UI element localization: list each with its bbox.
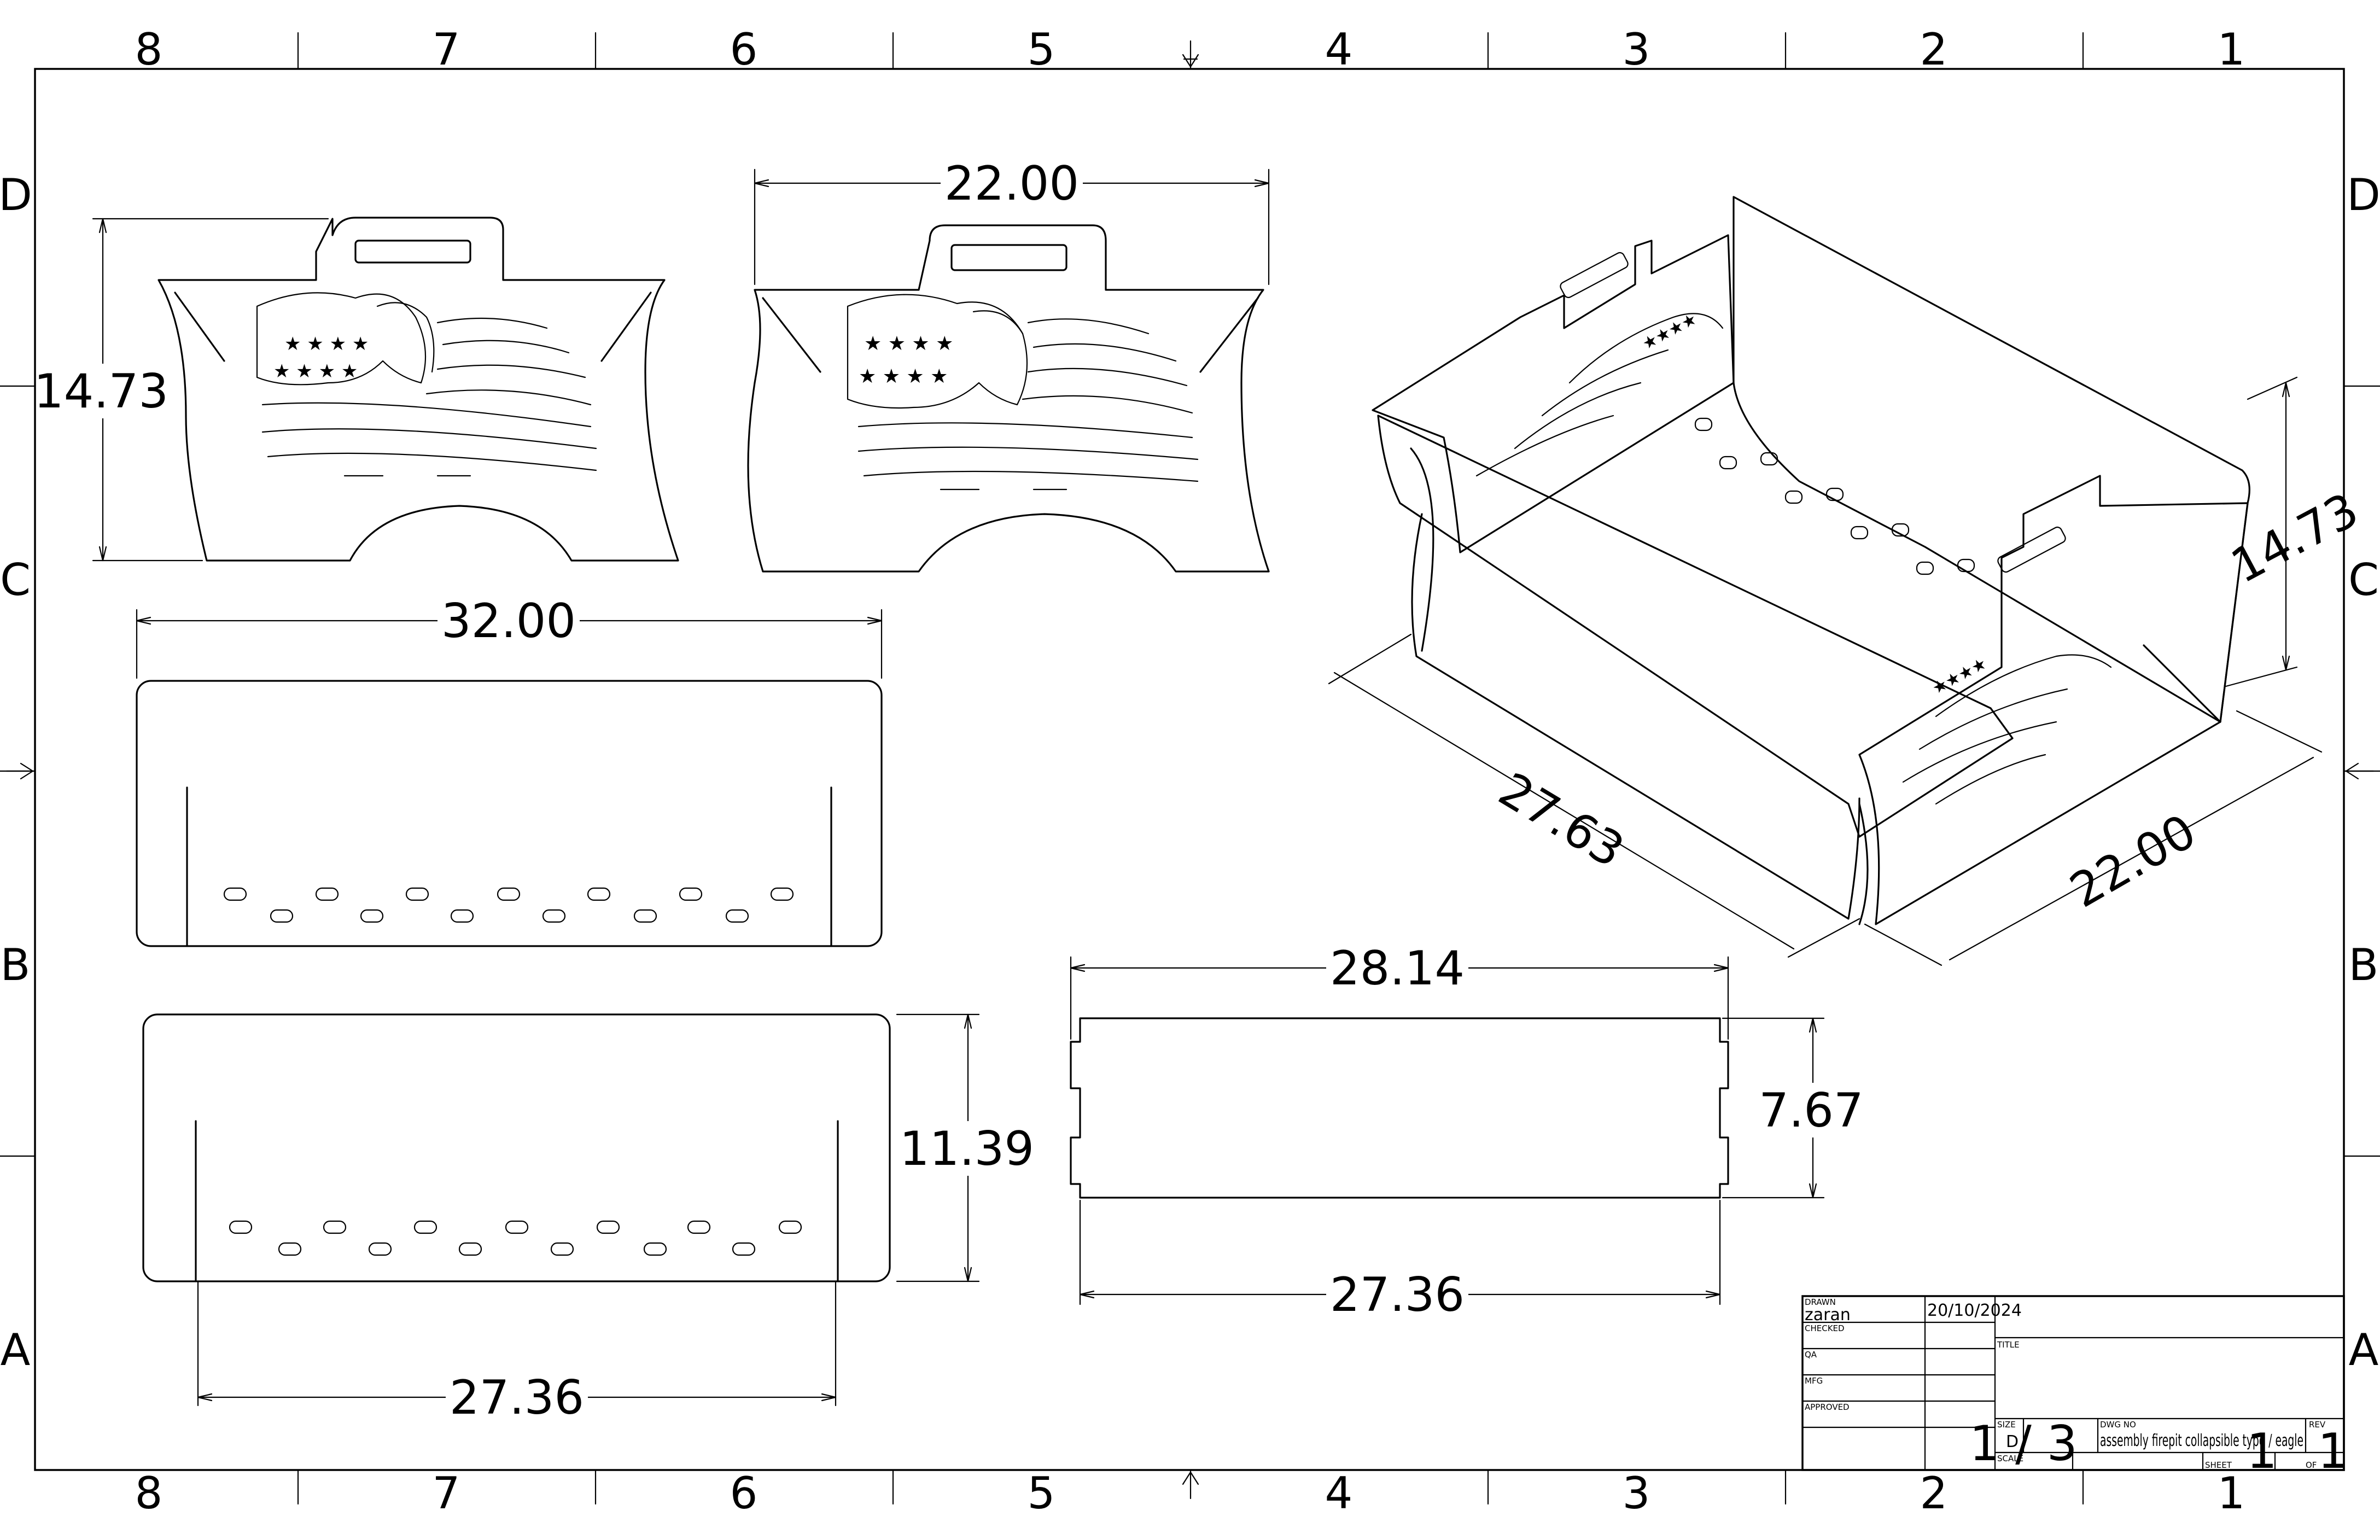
zone-row-label: D [2347, 170, 2380, 220]
zone-col-label: 3 [1623, 1468, 1650, 1519]
dimension-plate-bottom-length: 27.36 [1330, 1268, 1465, 1322]
zone-col-label: 4 [1325, 1468, 1353, 1519]
approved-label: APPROVED [1805, 1402, 1850, 1412]
svg-text:★ ★ ★ ★: ★ ★ ★ ★ [284, 333, 369, 355]
zone-col-label: 7 [433, 24, 460, 75]
centering-arrow-icon [2343, 762, 2375, 780]
flat-plate-view: 28.14 7.67 27.36 [1070, 941, 1868, 1322]
eagle-flag-cutout-icon: ★ ★ ★ ★ ★ ★ ★ ★ [847, 294, 1199, 491]
zone-col-label: 1 [2218, 24, 2245, 75]
dimension-side-height: 14.73 [34, 364, 168, 419]
size-value: D [2006, 1432, 2019, 1451]
svg-text:★ ★ ★ ★: ★ ★ ★ ★ [273, 360, 358, 382]
title-label: TITLE [1997, 1340, 2020, 1350]
dimension-plate-length: 28.14 [1330, 941, 1465, 996]
title-block: DRAWN zaran 20/10/2024 CHECKED QA MFG AP… [1801, 1295, 2348, 1479]
svg-text:★ ★ ★ ★: ★ ★ ★ ★ [859, 365, 948, 388]
air-hole-row [223, 887, 794, 923]
drawn-label: DRAWN [1805, 1297, 1836, 1307]
dimension-base-length: 27.36 [450, 1370, 584, 1425]
zone-col-label: 2 [1920, 24, 1948, 75]
qa-label: QA [1805, 1350, 1817, 1360]
zone-row-label: B [2349, 940, 2379, 990]
zone-row-label: C [0, 555, 31, 605]
zone-col-label: 2 [1920, 1468, 1948, 1519]
mfg-label: MFG [1805, 1376, 1823, 1386]
zone-row-label: C [2348, 555, 2379, 605]
size-label: SIZE [1997, 1420, 2016, 1430]
air-hole-row [1694, 417, 1975, 575]
sheet-value: 1 [2247, 1423, 2277, 1479]
zone-row-label: A [2349, 1325, 2379, 1375]
svg-text:★ ★ ★ ★: ★ ★ ★ ★ [864, 332, 953, 355]
dimension-top-length: 32.00 [441, 594, 576, 649]
zone-col-label: 8 [135, 1468, 163, 1519]
dwg-no-value: assembly firepit collapsible type / eagl… [2100, 1431, 2303, 1450]
dimension-base-height: 11.39 [900, 1122, 1034, 1176]
rev-label: REV [2309, 1420, 2326, 1430]
zone-col-label: 7 [433, 1468, 460, 1519]
centering-arrow-icon [5, 762, 36, 780]
zone-col-label: 4 [1325, 24, 1353, 75]
zone-col-label: 8 [135, 24, 163, 75]
centering-arrow-icon [1182, 40, 1199, 70]
centering-arrow-icon [1182, 1469, 1199, 1500]
drawn-date: 20/10/2024 [1927, 1301, 2022, 1320]
dimension-end-width: 22.00 [944, 156, 1079, 211]
scale-value: 1 / 3 [1969, 1415, 2078, 1472]
zone-col-label: 5 [1028, 1468, 1055, 1519]
scale-label: SCALE [1997, 1454, 2023, 1463]
air-hole-row [229, 1220, 802, 1256]
of-label: OF [2306, 1460, 2317, 1470]
zone-col-label: 6 [730, 24, 758, 75]
end-panel-view: ★ ★ ★ ★ ★ ★ ★ ★ 22.00 [747, 153, 1270, 573]
checked-label: CHECKED [1805, 1323, 1845, 1333]
zone-row-label: D [0, 170, 32, 220]
zone-col-label: 3 [1623, 24, 1650, 75]
drawing-border: 8 7 6 5 4 3 2 1 8 7 6 5 4 3 2 1 D C B A … [0, 24, 2380, 1519]
of-value: 1 [2318, 1423, 2348, 1479]
side-panel-view: ★ ★ ★ ★ ★ ★ ★ ★ 14.73 [34, 217, 679, 562]
base-panel-view: 11.39 27.36 [142, 1013, 1034, 1425]
long-panel-top-view: 32.00 [136, 593, 883, 947]
zone-col-label: 6 [730, 1468, 758, 1519]
zone-row-label: A [1, 1325, 31, 1375]
zone-col-label: 5 [1028, 24, 1055, 75]
dimension-plate-height: 7.67 [1759, 1083, 1863, 1138]
eagle-flag-cutout-icon: ★ ★ ★ ★ ★ ★ ★ ★ [256, 292, 597, 477]
zone-row-label: B [1, 940, 31, 990]
zone-col-label: 1 [2218, 1468, 2245, 1519]
drawn-by: zaran [1805, 1305, 1851, 1325]
dwg-no-label: DWG NO [2100, 1420, 2136, 1430]
sheet-label: SHEET [2205, 1460, 2232, 1470]
